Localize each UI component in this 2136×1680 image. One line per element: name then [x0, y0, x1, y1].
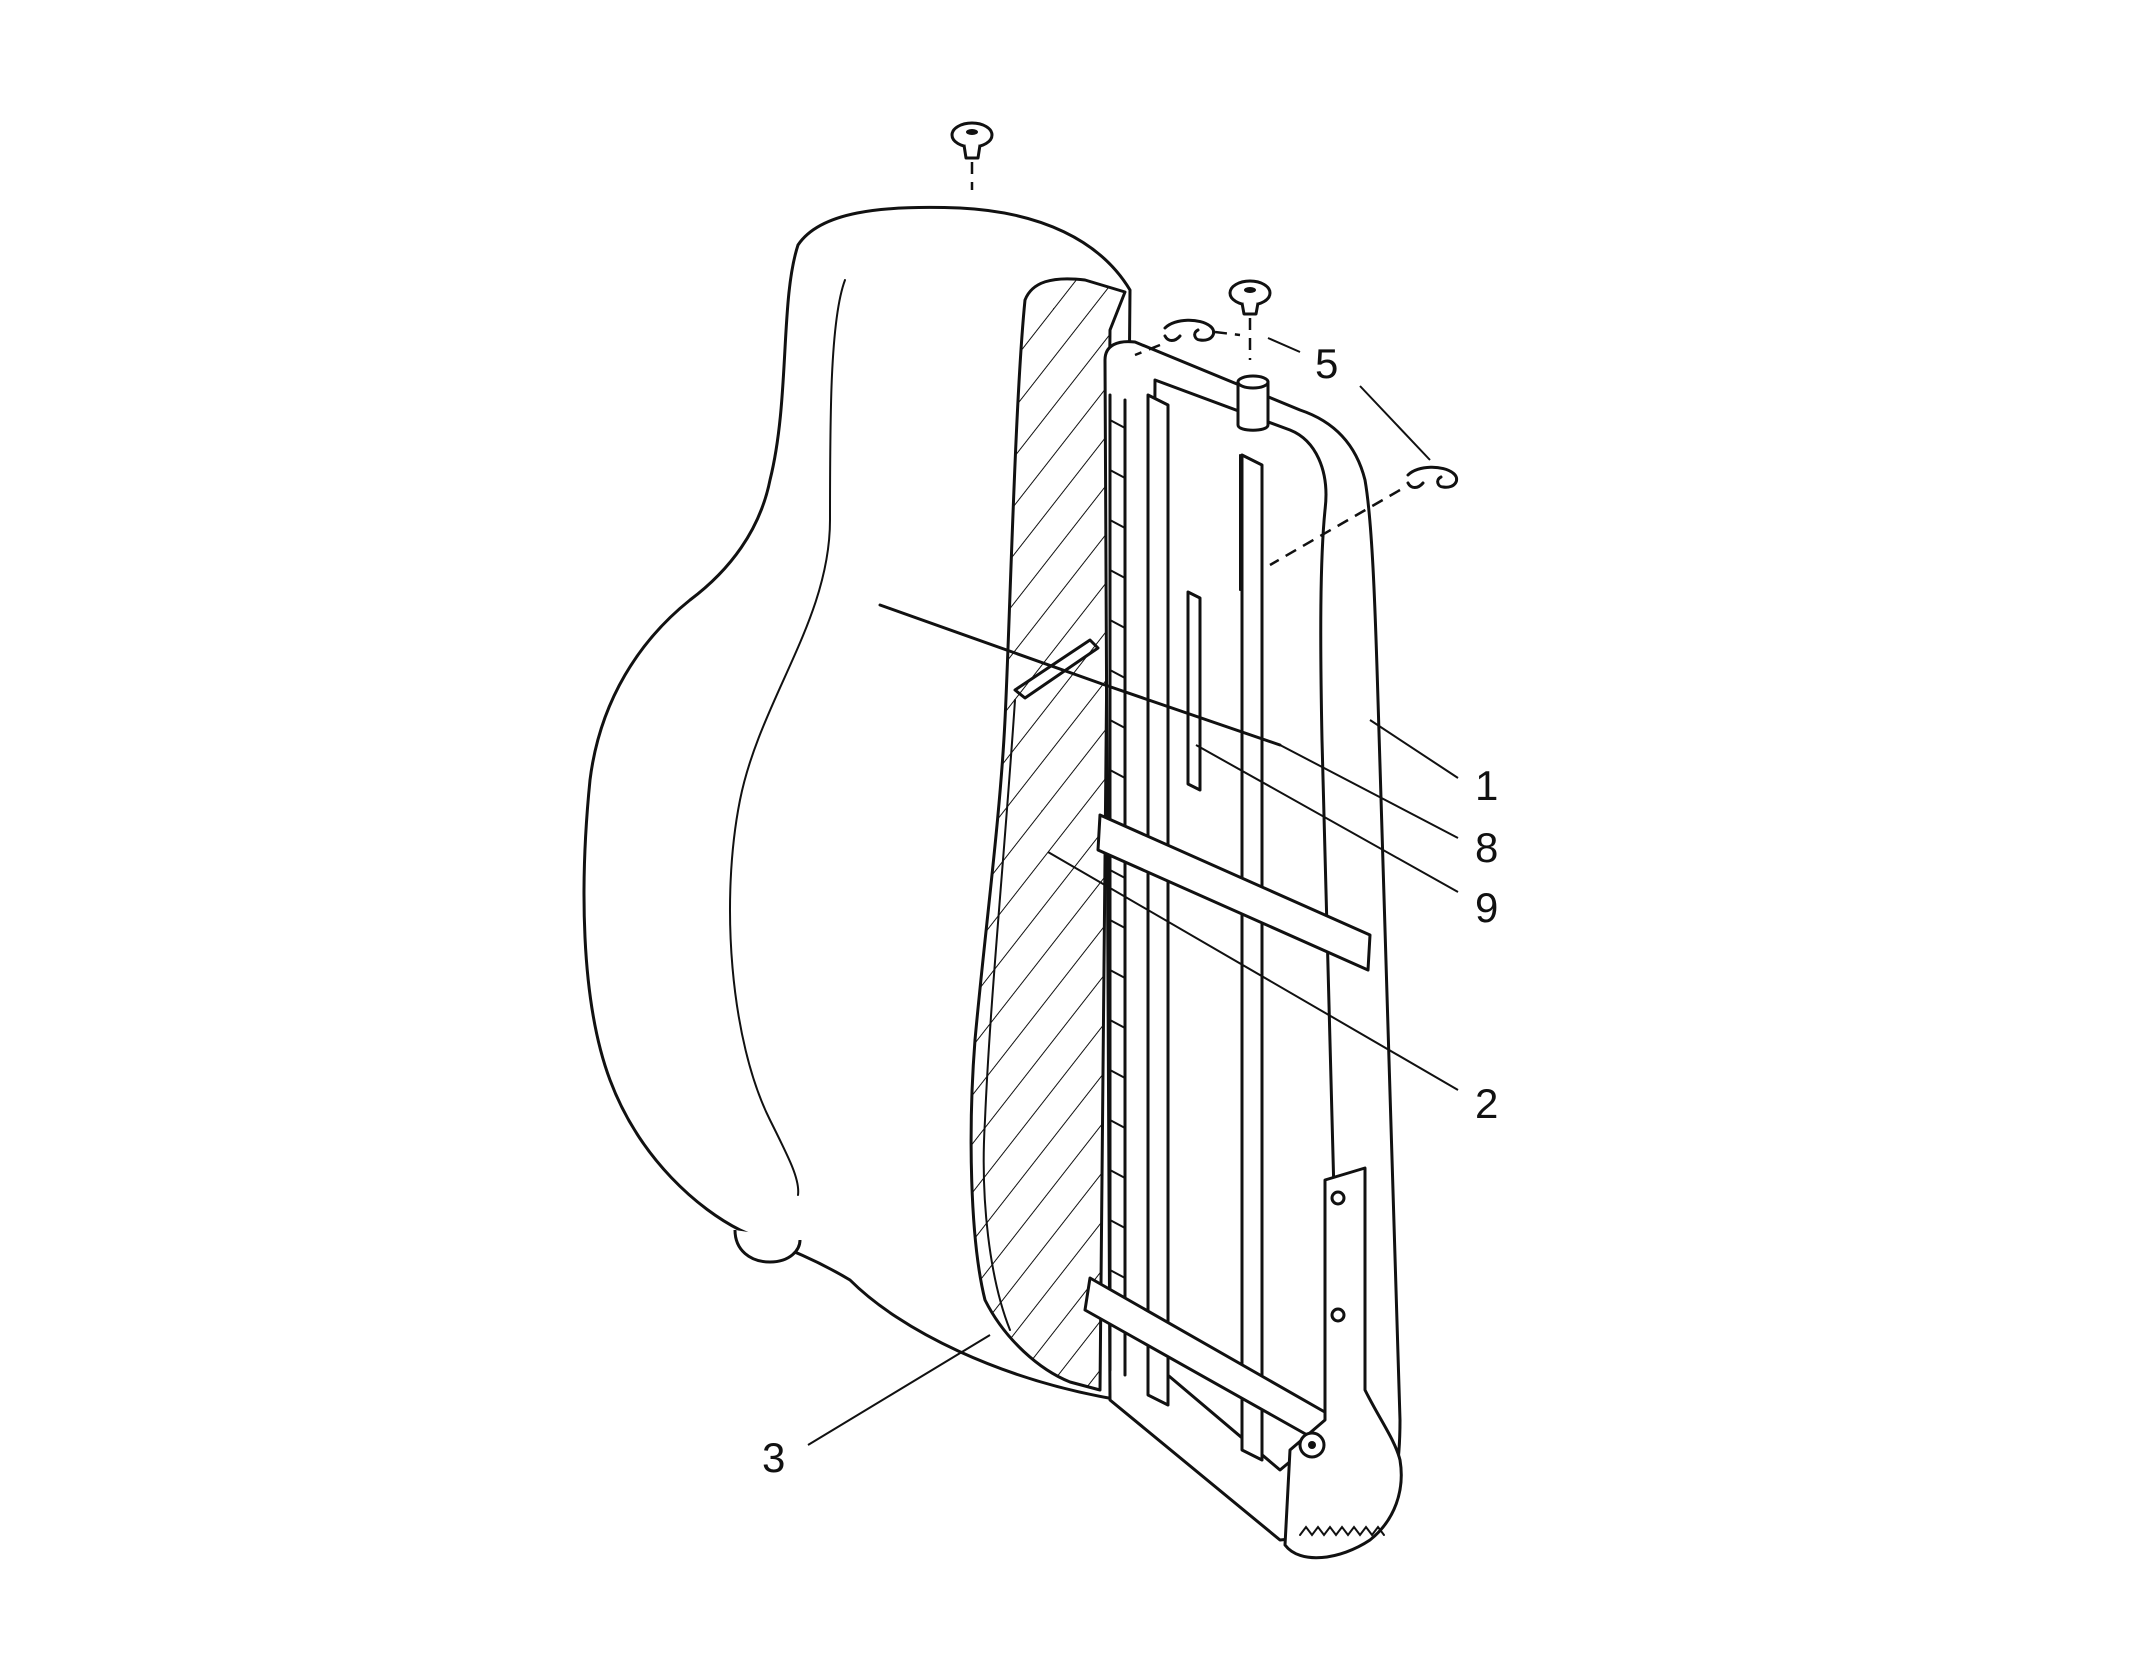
headrest-guide-post — [1236, 380, 1270, 432]
vertical-wire-left — [1146, 393, 1170, 1407]
leader-line-5b — [1359, 385, 1431, 461]
foam-pad-edge-seam — [982, 699, 1016, 1331]
recliner-gear-teeth — [1299, 1525, 1385, 1537]
bracket-bolt-hole-middle — [1330, 1307, 1346, 1323]
foam-pad — [971, 278, 1125, 1390]
shell-lower-foot — [733, 1229, 802, 1264]
leader-line-5a — [1267, 337, 1301, 353]
leader-line-2 — [1047, 851, 1459, 1091]
recliner-bracket — [1283, 1166, 1403, 1560]
push-pin-fastener-right — [1228, 279, 1272, 360]
leader-line-3 — [807, 1334, 991, 1446]
hog-ring-clip-right — [1406, 465, 1459, 489]
leader-line-8 — [1279, 744, 1459, 839]
shell-inner-crease — [729, 279, 846, 1196]
foam-pad-outline — [969, 277, 1127, 1392]
push-pin-fastener-top — [950, 121, 994, 190]
frame-left-rail — [1108, 393, 1127, 1377]
leader-line-9 — [1195, 744, 1459, 893]
callout-1: 1 — [1475, 762, 1498, 809]
callout-3: 3 — [762, 1434, 785, 1481]
center-slot — [1186, 590, 1202, 792]
callout-5: 5 — [1315, 340, 1338, 387]
callout-8: 8 — [1475, 824, 1498, 871]
clip-dashed-path-right — [1269, 488, 1401, 567]
callout-9: 9 — [1475, 884, 1498, 931]
horizontal-strap-upper — [1096, 813, 1372, 972]
callout-2: 2 — [1475, 1080, 1498, 1127]
vertical-wire-right — [1240, 453, 1264, 1462]
pivot-bolt-center — [1308, 1441, 1316, 1449]
cross-rod-bend — [1013, 638, 1100, 700]
hog-ring-clip-left — [1163, 318, 1216, 342]
bracket-bolt-hole-upper — [1330, 1190, 1346, 1206]
leader-line-1 — [1369, 719, 1459, 779]
cross-rod — [878, 603, 1282, 747]
headrest-guide-post-top — [1236, 374, 1270, 390]
clip-dashed-path-left — [1134, 330, 1241, 357]
